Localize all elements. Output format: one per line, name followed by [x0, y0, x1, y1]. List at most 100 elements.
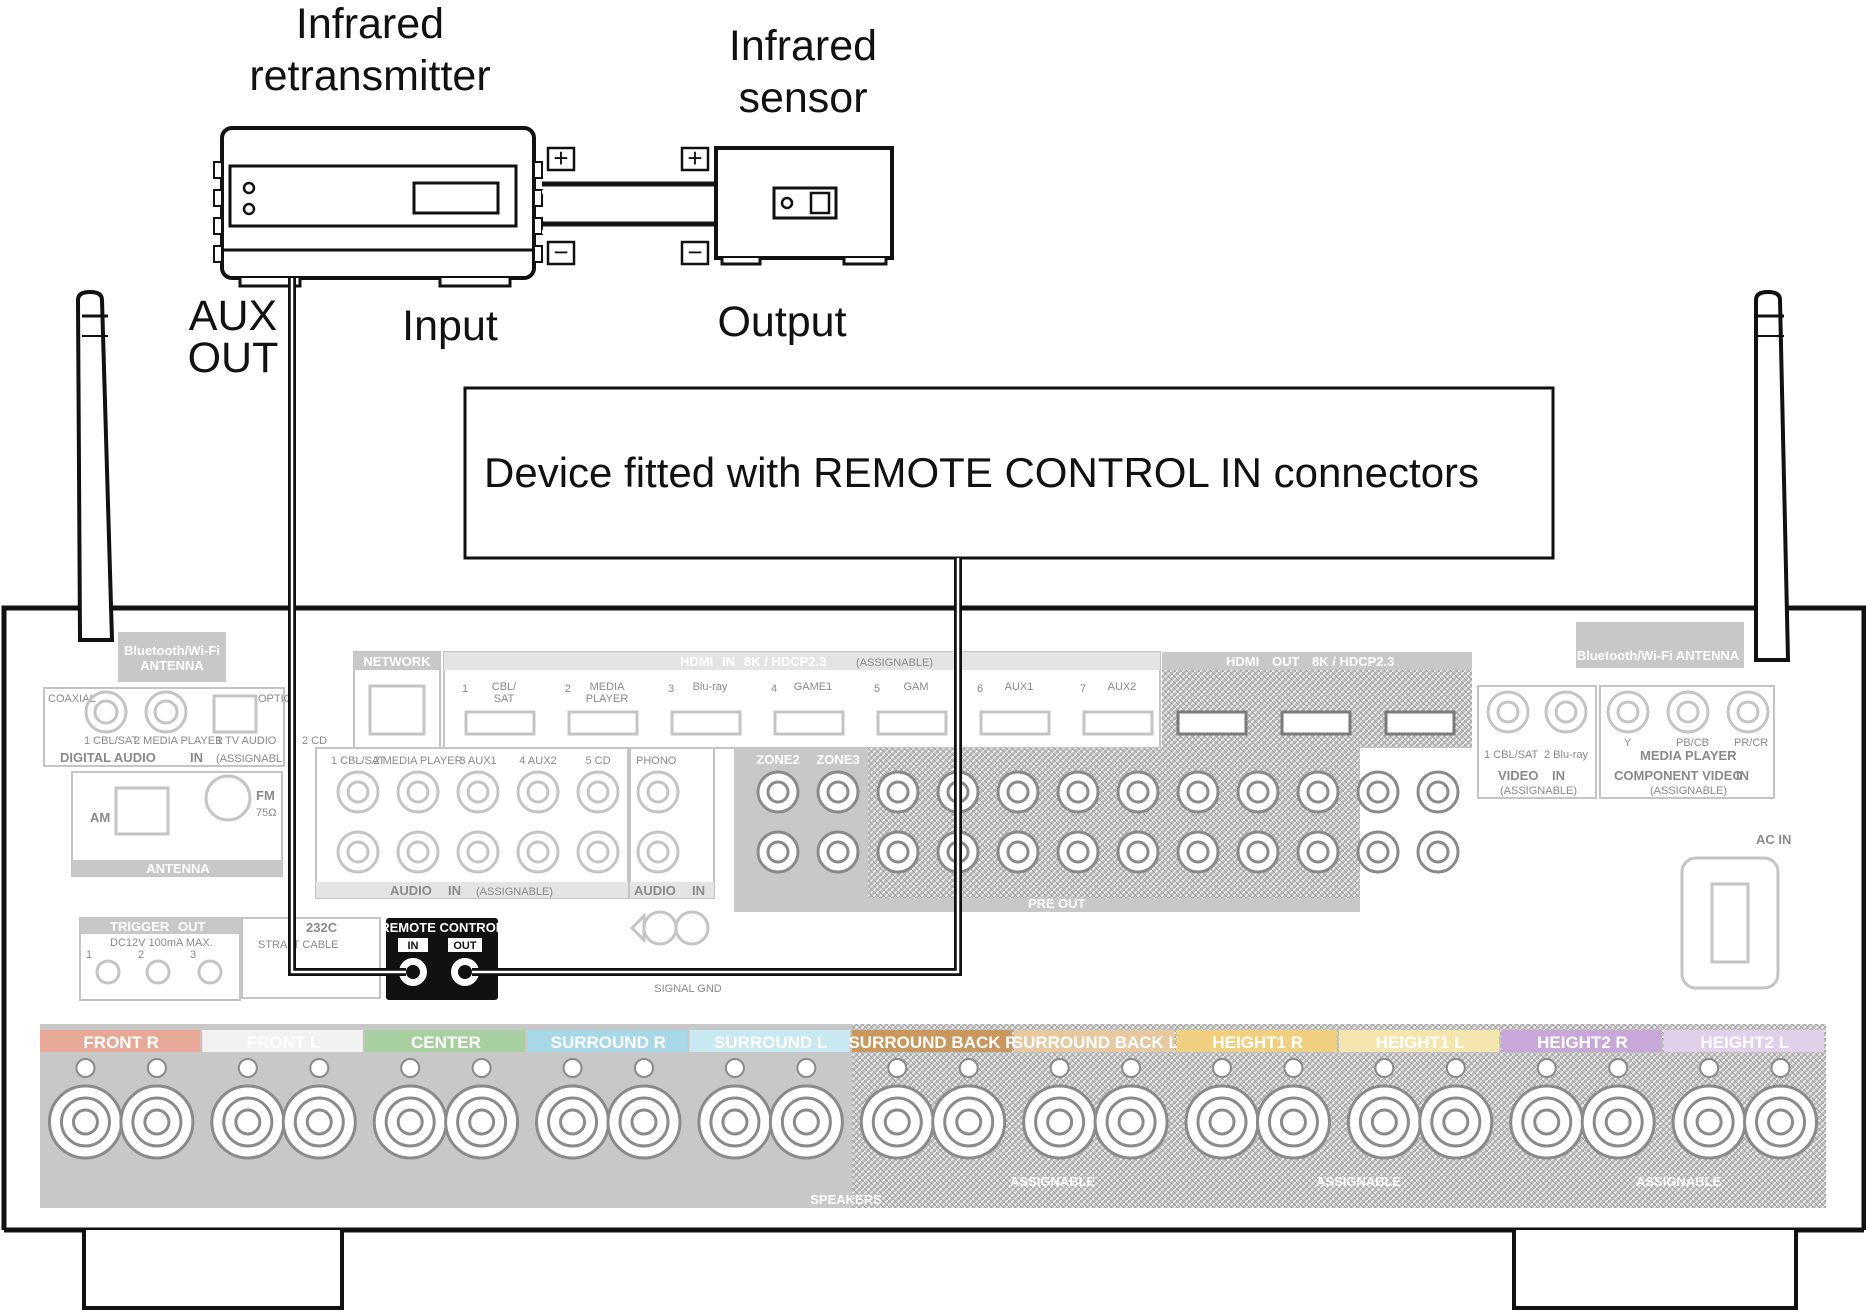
hdmi-out-port-3 [1384, 710, 1456, 736]
speaker-post-center [1208, 1108, 1236, 1136]
audio-in-jack-inner [346, 780, 370, 804]
receiver-rear-panel: Bluetooth/Wi-Fi ANTENNA Bluetooth/Wi-Fi … [1, 289, 1866, 1310]
speaker-post-center [468, 1108, 496, 1136]
hdmi-out-label: HDMI [1226, 654, 1259, 669]
speaker-post-ring [456, 1096, 508, 1148]
speaker-header-bg [364, 1030, 526, 1052]
pre-out-jack-inner [1366, 780, 1390, 804]
audio-in-jack-inner [406, 840, 430, 864]
hdmi-in-label: GAM [903, 681, 928, 693]
audio-in-jack-inner [406, 780, 430, 804]
digital-audio-tag: IN [190, 750, 203, 765]
speaker-polarity-mark [471, 1058, 492, 1078]
remote-control-label: REMOTE CONTROL [380, 920, 504, 935]
bt-antenna-left-label-1: Bluetooth/Wi-Fi [124, 643, 220, 658]
speaker-polarity-mark [887, 1058, 908, 1078]
speaker-post-center [1695, 1108, 1723, 1136]
speaker-header-bg [851, 1030, 1013, 1052]
assignable-label-3: ASSIGNABLE [1636, 1174, 1722, 1189]
hdmi-in-num: 7 [1080, 683, 1086, 695]
retransmitter-plus-terminal: + [546, 143, 576, 173]
audio-in-jack [336, 770, 380, 814]
speaker-post-ring [780, 1096, 832, 1148]
hdmi-in-assign: (ASSIGNABLE) [856, 657, 933, 669]
aux-label-line2: OUT [188, 334, 279, 382]
audio-in-jack [396, 830, 440, 874]
optical-label: OPTIC [258, 693, 292, 705]
hdmi-in-label: HDMI [680, 654, 713, 669]
speaker-polarity-mark [1212, 1058, 1233, 1078]
speaker-post-ring [384, 1096, 436, 1148]
speaker-header-label: HEIGHT1 L [1376, 1033, 1465, 1052]
antenna-right [1754, 289, 1791, 662]
hdmi-in-label: AUX2 [1108, 681, 1137, 693]
svg-text:−: − [687, 237, 702, 267]
video-jacks [1486, 690, 1588, 734]
speaker-header-bg [527, 1030, 688, 1052]
phono-audio-tag: IN [692, 883, 705, 898]
pre-out-jack [1176, 770, 1220, 814]
audio-in-label: 2 MEDIA PLAYER [373, 755, 462, 767]
speaker-post-center [630, 1108, 658, 1136]
rs232c-sub: STRA IT CABLE [258, 939, 339, 951]
speaker-post-ring [709, 1096, 761, 1148]
pre-out-jack-inner [826, 840, 850, 864]
zone2-label: ZONE2 [756, 752, 799, 767]
phono-label: PHONO [636, 755, 677, 767]
hdmi-in-port [1082, 710, 1154, 736]
hdmi-in-label: CBL/ [492, 681, 517, 693]
speaker-post-center [143, 1108, 171, 1136]
speaker-polarity-mark [146, 1058, 167, 1078]
speaker-post-ring [871, 1096, 923, 1148]
fm-label: FM [256, 788, 275, 803]
component-sub-pb: PB/CB [1676, 737, 1709, 749]
speaker-header-label: CENTER [411, 1033, 481, 1052]
pre-out-jack-inner [1066, 840, 1090, 864]
pre-out-jack [1296, 770, 1340, 814]
speaker-header-label: HEIGHT2 R [1537, 1033, 1628, 1052]
sensor-label-line1: Infrared [729, 22, 877, 70]
hdmi-in-port [670, 710, 742, 736]
speaker-polarity-mark [724, 1058, 745, 1078]
pre-out-jack-inner [1366, 840, 1390, 864]
speaker-post-ring [1034, 1096, 1086, 1148]
pre-out-jack [1416, 830, 1460, 874]
pre-out-jack-inner [1186, 780, 1210, 804]
device-callout-text: Device fitted with REMOTE CONTROL IN con… [484, 449, 1479, 496]
audio-in-label: 4 AUX2 [519, 755, 556, 767]
hdmi-in-num: 2 [565, 683, 571, 695]
rs232c-label: 232C [306, 920, 338, 935]
speaker-header-label: FRONT L [247, 1033, 321, 1052]
speaker-posts [47, 1058, 1819, 1160]
speaker-post-center [1279, 1108, 1307, 1136]
speaker-post-ring [547, 1096, 599, 1148]
trigger-num-1: 1 [86, 949, 92, 961]
remote-control-jacks: REMOTE CONTROL IN OUT [380, 918, 504, 1000]
audio-label: AUDIO [390, 883, 432, 898]
pre-out-jack-inner [1126, 840, 1150, 864]
speaker-post-center [559, 1108, 587, 1136]
component-video-tag: IN [1736, 768, 1749, 783]
component-sub-pr: PR/CR [1734, 737, 1768, 749]
speaker-header-label: SURROUND R [551, 1033, 666, 1052]
speaker-header-bg [202, 1030, 363, 1052]
digital-coax-jacks [84, 690, 258, 734]
fm-ohm: 75Ω [256, 807, 276, 819]
trigger-num-2: 2 [138, 949, 144, 961]
hdmi-out-port-1 [1176, 710, 1248, 736]
speaker-header-label: HEIGHT1 R [1212, 1033, 1303, 1052]
pre-out-jack [1356, 830, 1400, 874]
hdmi-in-port [773, 710, 845, 736]
audio-in-jack [456, 830, 500, 874]
speaker-header-bg [1338, 1030, 1500, 1052]
retransmitter-label-line2: retransmitter [249, 52, 490, 100]
speaker-post-ring [1196, 1096, 1248, 1148]
assignable-label-1: ASSIGNABLE [1010, 1174, 1096, 1189]
phono-audio-label: AUDIO [634, 883, 676, 898]
pre-out-jack [1056, 830, 1100, 874]
video-assign: (ASSIGNABLE) [1500, 785, 1577, 797]
speaker-post-center [1533, 1108, 1561, 1136]
